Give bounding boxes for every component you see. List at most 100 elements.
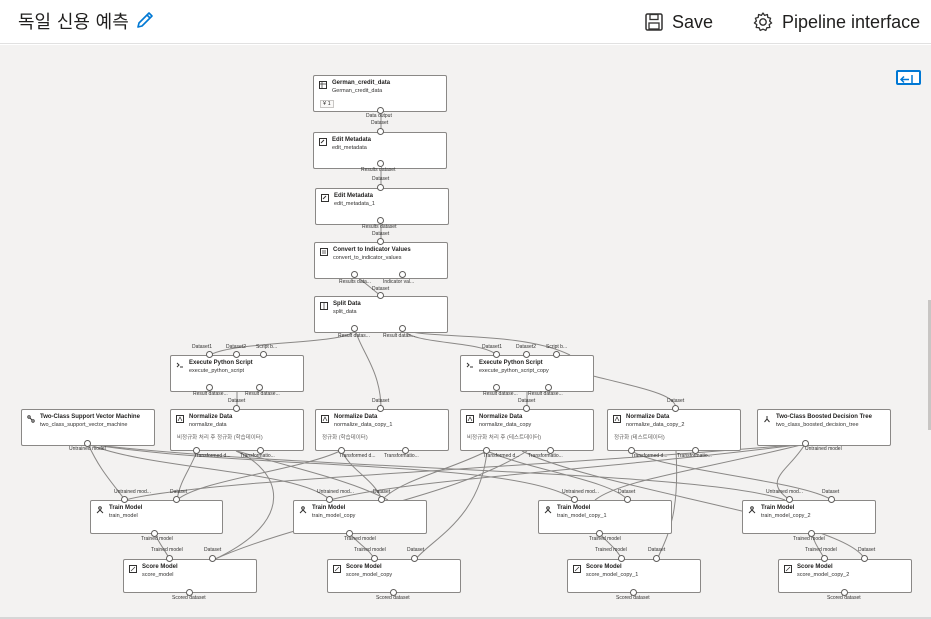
node-normalize-data-copy[interactable]: Normalize Data normalize_data_copy 비정규화 … <box>460 409 594 451</box>
output-port[interactable] <box>377 217 384 224</box>
node-german-credit-data[interactable]: German_credit_data German_credit_data ¥ … <box>313 75 447 112</box>
input-port[interactable] <box>233 351 240 358</box>
input-port[interactable] <box>653 555 660 562</box>
input-port[interactable] <box>326 496 333 503</box>
node-two-class-boosted-decision-tree[interactable]: Two-Class Boosted Decision Tree two_clas… <box>757 409 891 446</box>
input-port[interactable] <box>571 496 578 503</box>
output-port[interactable] <box>390 589 397 596</box>
input-port[interactable] <box>233 405 240 412</box>
input-port[interactable] <box>821 555 828 562</box>
node-title: Edit Metadata <box>332 137 372 143</box>
node-score-model-copy[interactable]: Score Model score_model_copy <box>327 559 461 593</box>
input-port[interactable] <box>166 555 173 562</box>
output-port[interactable] <box>483 447 490 454</box>
port-label: Result datase... <box>245 391 280 397</box>
node-title: Train Model <box>312 505 346 511</box>
pipeline-interface-button[interactable]: Pipeline interface <box>752 8 920 36</box>
output-port[interactable] <box>399 325 406 332</box>
output-port[interactable] <box>596 530 603 537</box>
output-port[interactable] <box>493 384 500 391</box>
input-port[interactable] <box>121 496 128 503</box>
node-convert-to-indicator-values[interactable]: Convert to Indicator Values convert_to_i… <box>314 242 448 279</box>
output-port[interactable] <box>186 589 193 596</box>
output-port[interactable] <box>841 589 848 596</box>
output-port[interactable] <box>547 447 554 454</box>
input-port[interactable] <box>672 405 679 412</box>
input-port[interactable] <box>786 496 793 503</box>
output-port[interactable] <box>377 160 384 167</box>
node-score-model-copy-1[interactable]: Score Model score_model_copy_1 <box>567 559 701 593</box>
node-train-model-copy-2[interactable]: Train Model train_model_copy_2 <box>742 500 876 534</box>
port-label: Transformed d... <box>631 453 668 459</box>
input-port[interactable] <box>624 496 631 503</box>
input-port[interactable] <box>206 351 213 358</box>
node-execute-python-script[interactable]: Execute Python Script execute_python_scr… <box>170 355 304 392</box>
input-port[interactable] <box>371 555 378 562</box>
port-label: Dataset <box>822 489 840 495</box>
node-train-model[interactable]: Train Model train_model <box>90 500 223 534</box>
output-port[interactable] <box>193 447 200 454</box>
pipeline-interface-label: Pipeline interface <box>782 11 921 32</box>
input-port[interactable] <box>377 128 384 135</box>
input-port[interactable] <box>377 405 384 412</box>
node-comment: 비정규화 처리 후 정규화 (학습데이터) <box>177 435 263 441</box>
input-port[interactable] <box>553 351 560 358</box>
output-port[interactable] <box>630 589 637 596</box>
input-port[interactable] <box>173 496 180 503</box>
input-port[interactable] <box>377 184 384 191</box>
port-label: Dataset <box>618 489 636 495</box>
horizontal-scrollbar[interactable] <box>0 617 931 619</box>
node-normalize-data-copy-2[interactable]: Normalize Data normalize_data_copy_2 정규화… <box>607 409 741 451</box>
top-bar: 독일 신용 예측 Save Pipeline interface <box>0 0 931 44</box>
output-port[interactable] <box>84 440 91 447</box>
output-port[interactable] <box>402 447 409 454</box>
input-port[interactable] <box>411 555 418 562</box>
input-port[interactable] <box>861 555 868 562</box>
vertical-scrollbar[interactable] <box>928 300 931 430</box>
node-title: Score Model <box>586 564 622 570</box>
output-port[interactable] <box>545 384 552 391</box>
collapse-panel-icon[interactable] <box>896 70 921 85</box>
output-port[interactable] <box>256 384 263 391</box>
output-port[interactable] <box>692 447 699 454</box>
node-train-model-copy-1[interactable]: Train Model train_model_copy_1 <box>538 500 672 534</box>
output-port[interactable] <box>346 530 353 537</box>
input-port[interactable] <box>493 351 500 358</box>
output-port[interactable] <box>377 107 384 114</box>
input-port[interactable] <box>618 555 625 562</box>
input-port[interactable] <box>523 405 530 412</box>
node-normalize-data-copy-1[interactable]: Normalize Data normalize_data_copy_1 정규화… <box>315 409 449 451</box>
output-port[interactable] <box>399 271 406 278</box>
input-port[interactable] <box>523 351 530 358</box>
node-subtitle: score_model_copy_2 <box>797 572 850 578</box>
output-port[interactable] <box>351 325 358 332</box>
output-port[interactable] <box>257 447 264 454</box>
output-port[interactable] <box>351 271 358 278</box>
node-score-model[interactable]: Score Model score_model <box>123 559 257 593</box>
node-split-data[interactable]: Split Data split_data <box>314 296 448 333</box>
input-port[interactable] <box>209 555 216 562</box>
output-port[interactable] <box>808 530 815 537</box>
node-execute-python-script-copy[interactable]: Execute Python Script execute_python_scr… <box>460 355 594 392</box>
node-two-class-svm[interactable]: Two-Class Support Vector Machine two_cla… <box>21 409 155 446</box>
output-port[interactable] <box>206 384 213 391</box>
save-button[interactable]: Save <box>644 8 713 36</box>
input-port[interactable] <box>378 496 385 503</box>
node-score-model-copy-2[interactable]: Score Model score_model_copy_2 <box>778 559 912 593</box>
node-title: Normalize Data <box>189 414 233 420</box>
input-port[interactable] <box>377 238 384 245</box>
input-port[interactable] <box>828 496 835 503</box>
output-port[interactable] <box>338 447 345 454</box>
node-title: German_credit_data <box>332 80 391 86</box>
node-normalize-data[interactable]: Normalize Data normalize_data 비정규화 처리 후 … <box>170 409 304 451</box>
input-port[interactable] <box>260 351 267 358</box>
output-port[interactable] <box>802 440 809 447</box>
port-label: Results dataset <box>362 224 397 230</box>
port-label: Dataset <box>858 547 876 553</box>
pencil-icon[interactable] <box>134 9 156 31</box>
node-subtitle: score_model_copy <box>346 572 393 578</box>
input-port[interactable] <box>377 292 384 299</box>
output-port[interactable] <box>628 447 635 454</box>
output-port[interactable] <box>151 530 158 537</box>
node-train-model-copy[interactable]: Train Model train_model_copy <box>293 500 427 534</box>
